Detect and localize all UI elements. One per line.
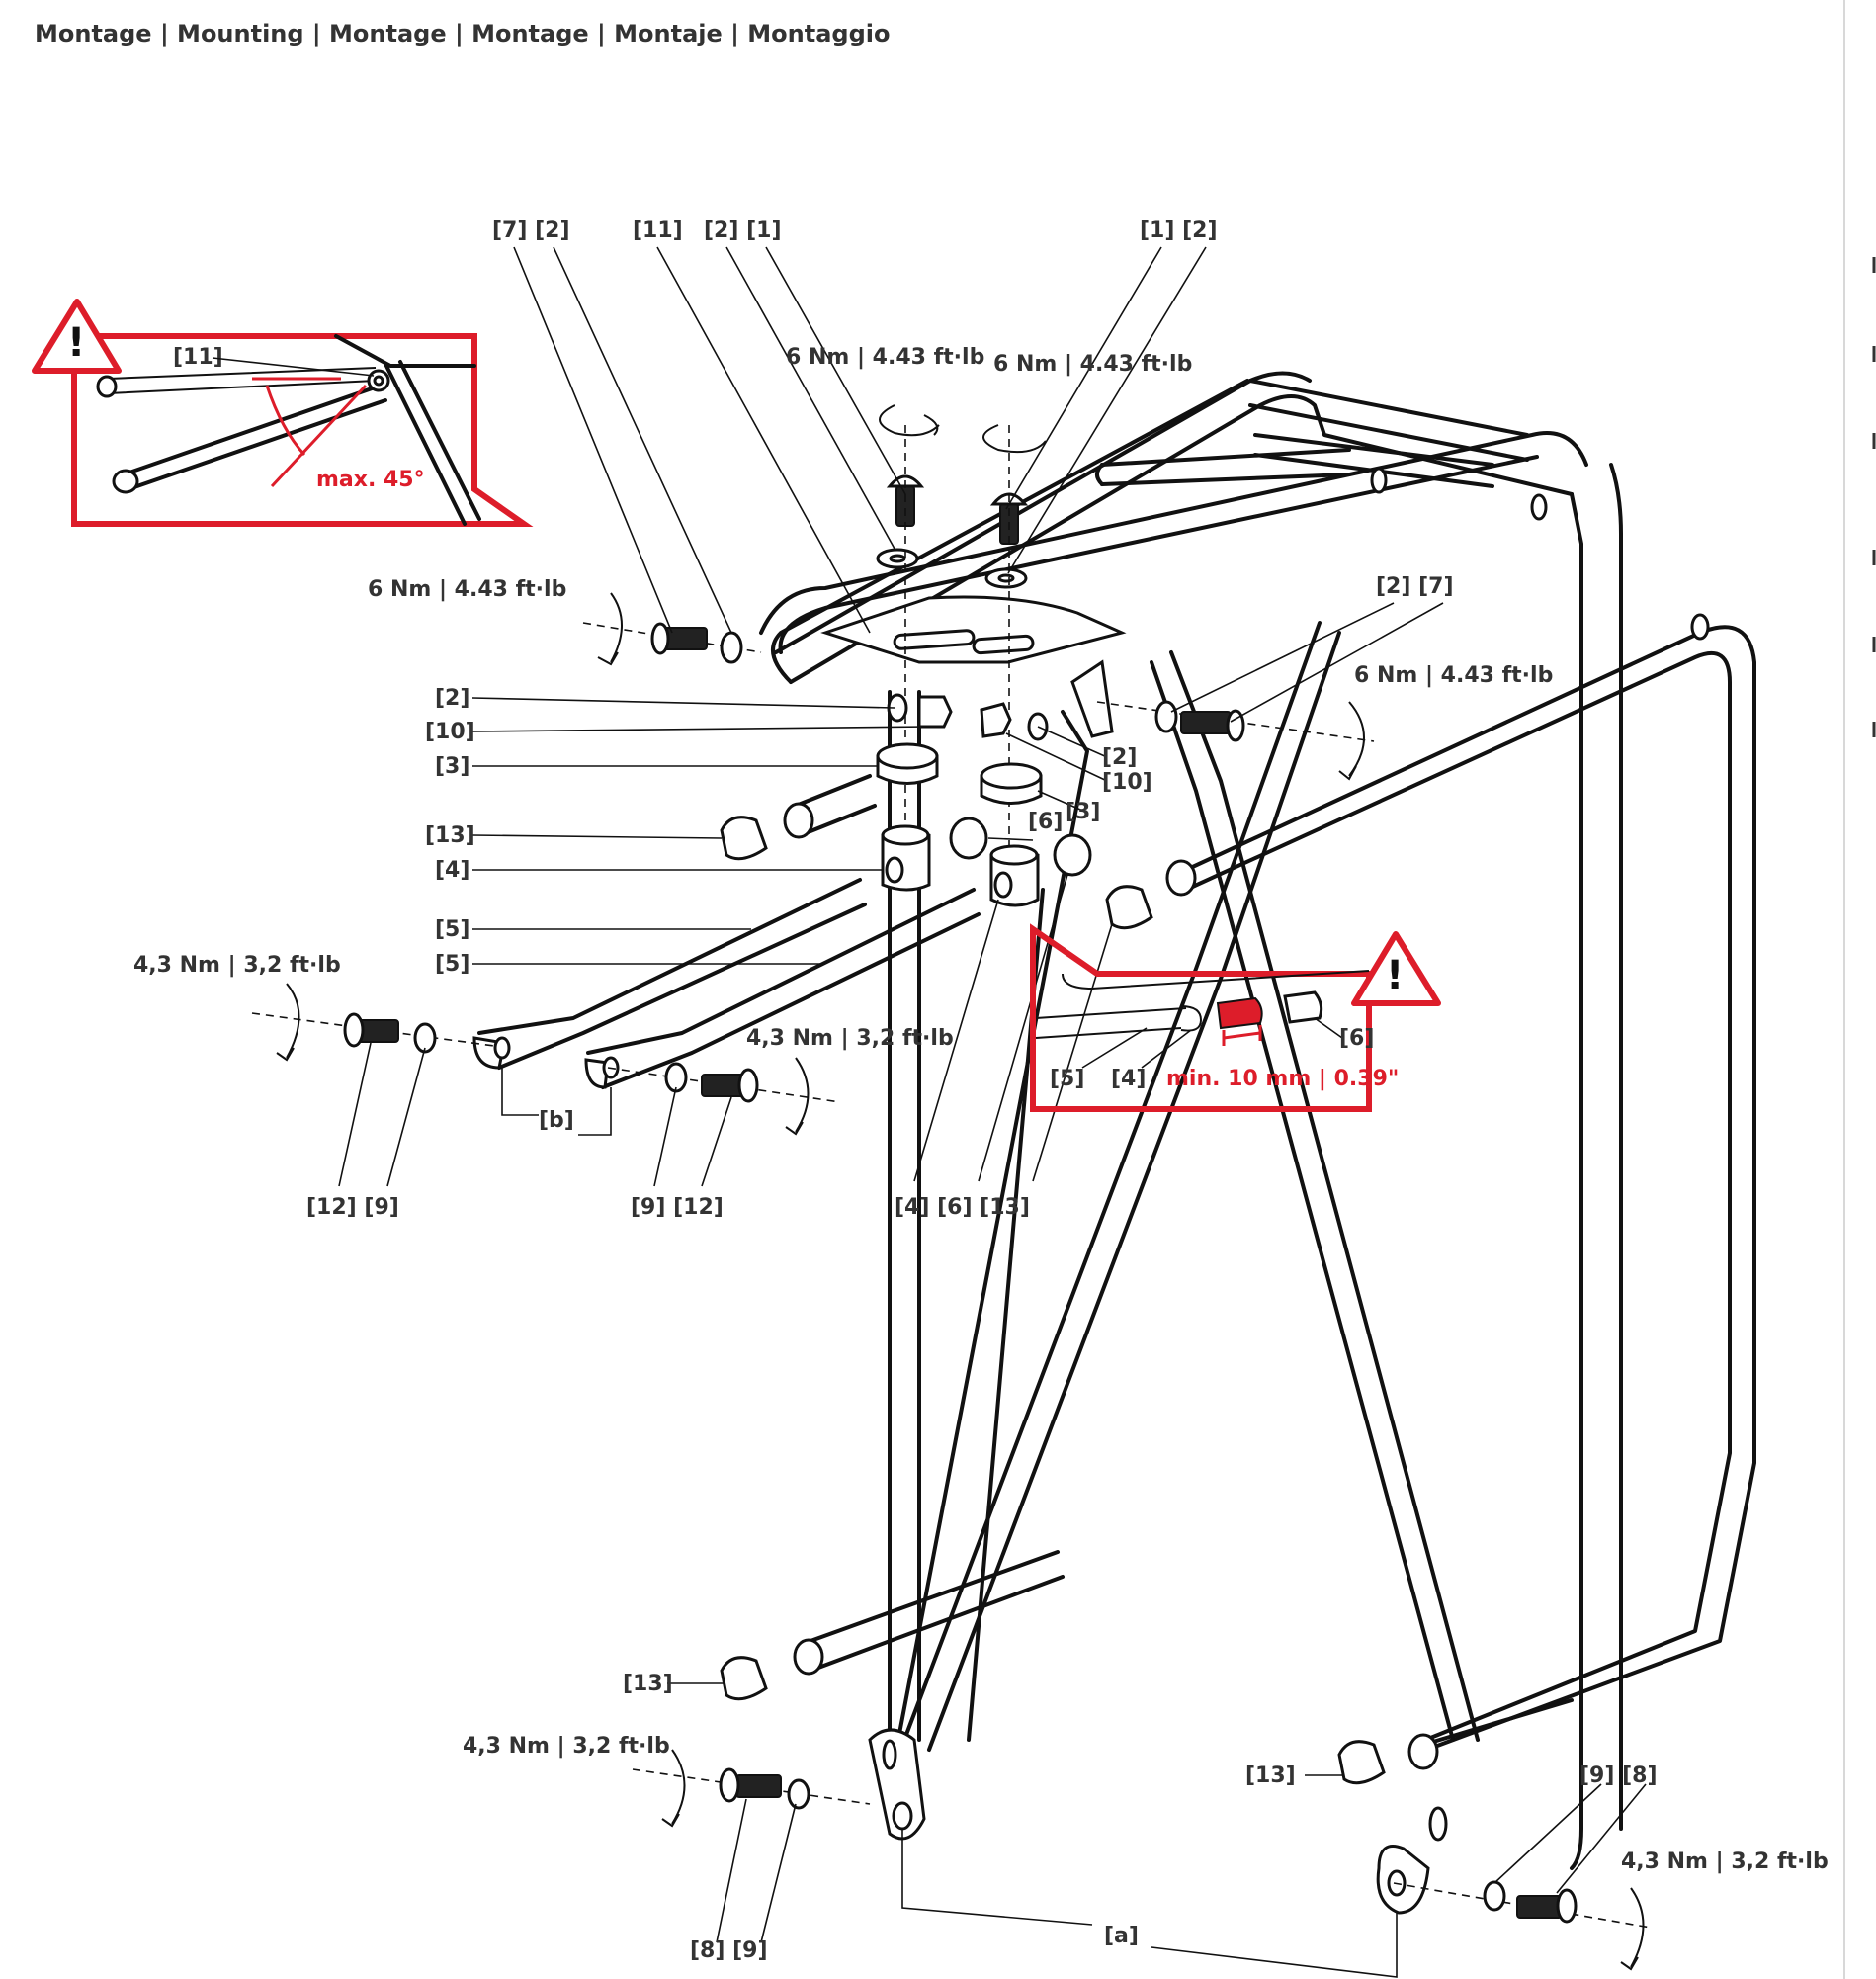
callout-10-right: [10] [1102,770,1152,795]
insert-warning-label: min. 10 mm | 0.39" [1166,1067,1399,1091]
rotation-arrow-icon [1620,1887,1645,1971]
torque-bottom-left: 4,3 Nm | 3,2 ft·lb [463,1734,670,1759]
lower-cross-tube [809,1550,1060,1643]
inset-callout-6: [6] [1339,1026,1374,1051]
page-title: Montage | Mounting | Montage | Montage |… [35,20,890,47]
end-plug-left [949,817,988,860]
angle-warning-label: max. 45° [316,468,425,492]
side-hoop [1184,625,1756,1757]
torque-side-left: 6 Nm | 4.43 ft·lb [368,577,566,602]
lower-left-strut [893,710,1089,1762]
rotation-arrow-icon [879,404,940,437]
end-cap [1337,1740,1386,1785]
inset-callout-5: [5] [1050,1067,1084,1091]
rotation-arrow-icon [785,1057,810,1136]
warning-triangle-icon [1351,931,1441,1006]
callout-13-lower-right: [13] [1245,1764,1296,1788]
end-cap [720,816,768,861]
torque-stay-right: 4,3 Nm | 3,2 ft·lb [746,1026,954,1051]
end-cap [1105,885,1153,930]
cross-strut-b [902,621,1322,1742]
callout-2-7-right: [2] [7] [1376,574,1454,599]
callout-6-right: [6] [1028,810,1063,834]
callout-4-left: [4] [435,858,469,883]
torque-side-right: 6 Nm | 4.43 ft·lb [1354,663,1553,688]
callout-7-2-top: [7] [2] [492,218,570,243]
torque-top-right: 6 Nm | 4.43 ft·lb [993,352,1192,377]
callout-3-left: [3] [435,754,469,779]
callout-b-bracket: [b] [539,1108,574,1133]
torque-bottom-right: 4,3 Nm | 3,2 ft·lb [1621,1850,1829,1874]
callout-11-inset: [11] [173,345,223,370]
platform-outer-tube [789,394,1574,684]
torque-top-left: 6 Nm | 4.43 ft·lb [786,345,984,370]
callout-10-left: [10] [425,720,475,744]
callout-4-6-13: [4] [6] [13] [895,1195,1030,1220]
mounting-plate [820,595,1127,664]
rear-right-strut [1570,492,1583,1870]
end-plug-right [1053,833,1092,877]
rotation-arrow-icon [276,983,300,1062]
rotation-arrow-icon [1338,701,1365,781]
warning-insert-panel: [5] [4] [6] min. 10 mm | 0.39" ! [1030,923,1441,1112]
torque-stay-left: 4,3 Nm | 3,2 ft·lb [133,953,341,978]
stay-arm-upper [477,878,862,1035]
callout-9-8-right: [9] [8] [1579,1764,1658,1788]
callout-2-right: [2] [1102,745,1137,770]
rotation-arrow-icon [597,592,623,666]
callout-a-bracket: [a] [1104,1924,1139,1948]
callout-8-9-left: [8] [9] [690,1938,768,1963]
rotation-arrow-icon [661,1749,686,1828]
callout-2-left: [2] [435,686,469,711]
cross-strut-a [1150,660,1455,1742]
rotation-arrow-icon [982,424,1047,454]
callout-5a-left: [5] [435,917,469,942]
svg-text:!: ! [1386,953,1404,998]
warning-angle-panel: max. 45° [11] ! [32,299,534,527]
callout-12-9-left: [12] [9] [306,1195,399,1220]
leader-lines [338,246,1647,1978]
callout-13-lower-left: [13] [623,1672,673,1696]
rack-frame [759,371,1756,1915]
end-cap [720,1656,768,1701]
callout-11-top: [11] [633,218,683,243]
callout-2-1-top: [2] [1] [704,218,782,243]
callout-13-left: [13] [425,823,475,848]
inset-callout-4: [4] [1111,1067,1146,1091]
platform-front-tube [759,431,1588,635]
warning-triangle-icon [32,299,122,374]
hardware-parts [251,404,1652,1971]
callout-3-right: [3] [1066,800,1100,824]
callout-1-2-top: [1] [2] [1140,218,1218,243]
stay-arm-lower [586,888,976,1055]
callout-9-12-mid: [9] [12] [631,1195,724,1220]
svg-text:!: ! [67,320,85,366]
callout-5b-left: [5] [435,952,469,977]
